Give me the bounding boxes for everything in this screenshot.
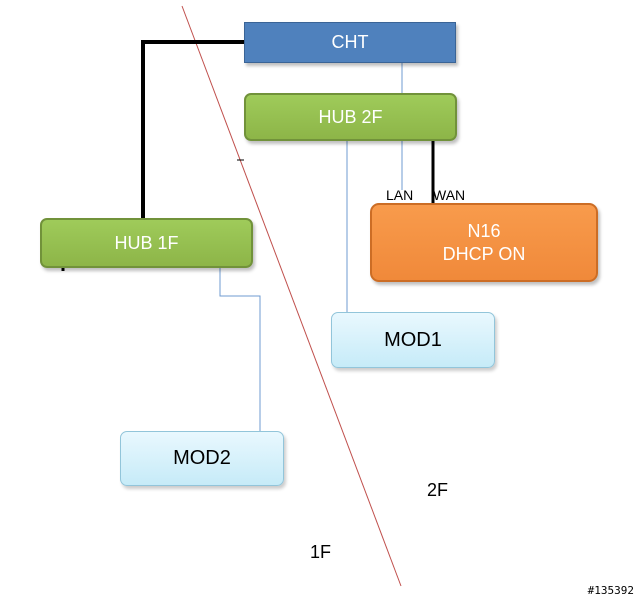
hub1f-to-mod2-cable xyxy=(219,268,261,431)
hub-2f-node: HUB 2F xyxy=(244,93,457,141)
n16-model-label: N16 xyxy=(467,221,501,241)
cht-label: CHT xyxy=(331,32,369,53)
floor-divider-line xyxy=(181,5,402,587)
hub-1f-label: HUB 1F xyxy=(114,232,179,253)
lan-port-label: LAN xyxy=(386,187,414,203)
mod1-label: MOD1 xyxy=(384,328,442,351)
mod1-node: MOD1 xyxy=(331,312,495,368)
wan-port-label: WAN xyxy=(433,187,466,203)
cht-to-hub1f-cable xyxy=(141,40,245,218)
mod2-label: MOD2 xyxy=(173,447,231,469)
n16-router-node: N16 DHCP ON xyxy=(370,203,598,282)
image-id-watermark: #135392 xyxy=(587,584,634,597)
floor-2f-label: 2F xyxy=(427,480,449,500)
mod2-node: MOD2 xyxy=(120,431,284,486)
hub-1f-node: HUB 1F xyxy=(40,218,253,268)
n16-dhcp-label: DHCP ON xyxy=(442,243,526,264)
floor-1f-label: 1F xyxy=(310,542,332,562)
cht-isp-node: CHT xyxy=(244,22,456,63)
hub-2f-label: HUB 2F xyxy=(318,106,383,127)
